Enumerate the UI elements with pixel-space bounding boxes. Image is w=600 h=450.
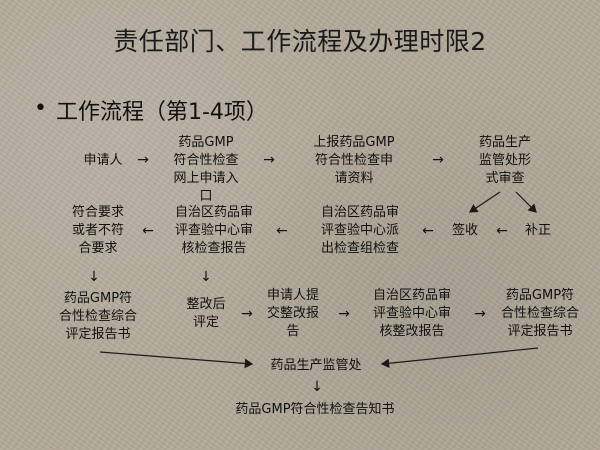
node-applicant: 申请人	[83, 153, 123, 168]
node-eval-report-left: 药品GMP符 合性检查综合 评定报告书	[58, 291, 137, 342]
arrow-left-3: ←	[422, 223, 434, 239]
bullet-dot: •	[34, 96, 47, 121]
arrow-right-1: →	[137, 152, 149, 168]
arrow-right-5: →	[338, 306, 350, 322]
arrow-down-3: ↓	[311, 379, 323, 395]
node-supervision-dept: 药品生产监管处	[270, 358, 362, 373]
node-audit-report: 自治区药品审 评查验中心审 核检查报告	[174, 205, 253, 256]
node-judge-result: 符合要求 或者不符 合要求	[71, 205, 124, 256]
node-audit-rectify: 自治区药品审 评查验中心审 核整改报告	[372, 288, 451, 339]
node-rectify-eval: 整改后 评定	[186, 297, 226, 330]
node-submit-docs: 上报药品GMP 符合性检查申 请资料	[313, 135, 395, 186]
arrow-left-2: ←	[276, 223, 288, 239]
connector-left-report-to-supervision	[99, 351, 254, 369]
node-formal-review: 药品生产 监管处形 式审查	[478, 135, 531, 186]
arrow-down-2: ↓	[200, 269, 212, 285]
slide-title: 责任部门、工作流程及办理时限2	[113, 27, 487, 56]
arrow-left-1: ←	[142, 223, 154, 239]
node-dispatch-team: 自治区药品审 评查验中心派 出检查组检查	[320, 205, 399, 256]
bullet-heading: 工作流程（第1-4项）	[56, 100, 268, 125]
node-submit-rectify: 申请人提 交整改报 告	[266, 288, 319, 339]
connector-review-to-supplement	[515, 191, 537, 213]
node-gmp-notice: 药品GMP符合性检查告知书	[235, 402, 395, 417]
arrow-right-4: →	[241, 306, 253, 322]
arrow-right-3: →	[432, 152, 444, 168]
arrow-down-1: ↓	[88, 269, 100, 285]
node-sign: 签收	[451, 223, 478, 238]
connector-right-report-to-supervision	[380, 347, 539, 369]
arrow-left-4: ←	[496, 223, 508, 239]
connector-review-to-sign	[469, 191, 501, 213]
arrow-right-2: →	[263, 152, 275, 168]
node-eval-report-right: 药品GMP符 合性检查综合 评定报告书	[500, 288, 579, 339]
node-online-apply: 药品GMP 符合性检查 网上申请入 口	[173, 135, 239, 204]
node-supplement: 补正	[524, 223, 551, 238]
arrow-right-6: →	[474, 306, 486, 322]
